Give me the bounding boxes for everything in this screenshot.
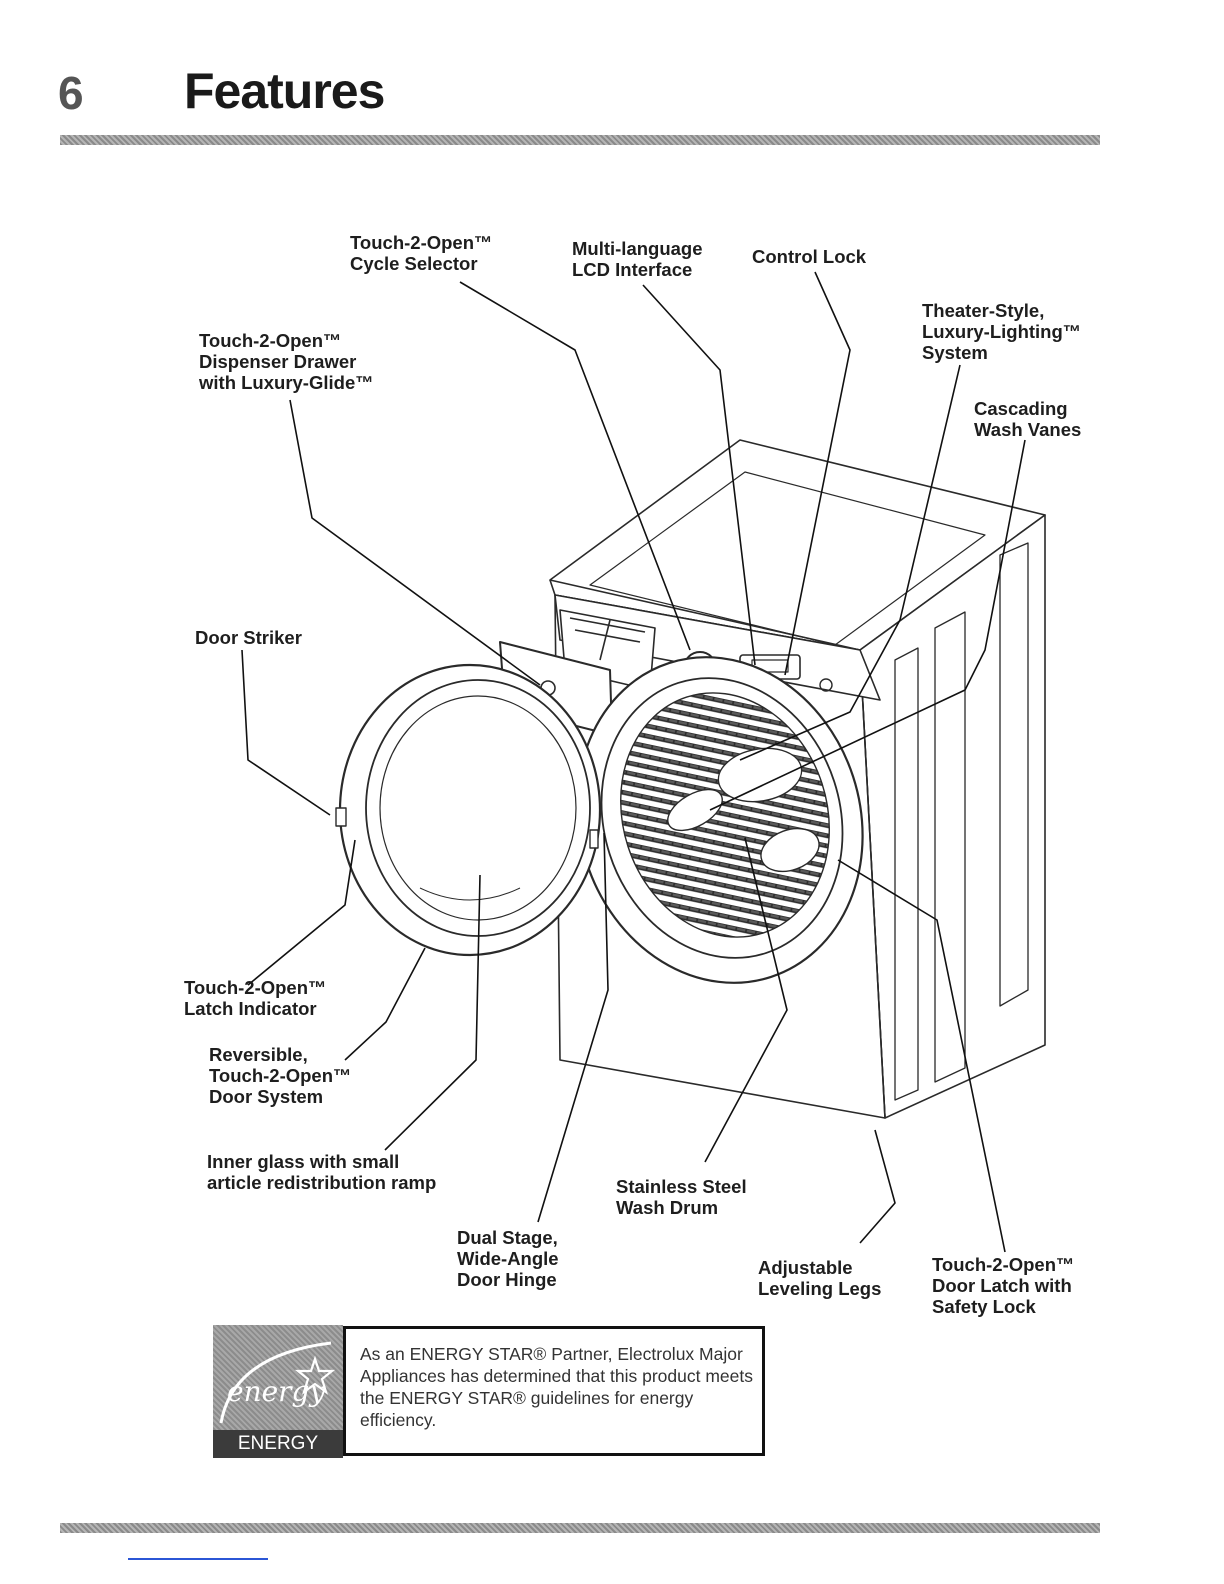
- callout-door-system: Reversible, Touch-2-Open™ Door System: [209, 1044, 352, 1107]
- callout-door-hinge: Dual Stage, Wide-Angle Door Hinge: [457, 1227, 559, 1290]
- energy-star-label: ENERGY STAR: [213, 1430, 343, 1482]
- open-door: [335, 663, 602, 957]
- callout-lcd-interface: Multi-language LCD Interface: [572, 238, 703, 280]
- header-divider: [60, 135, 1100, 145]
- page-title: Features: [184, 63, 385, 119]
- drum-assembly: [576, 656, 864, 984]
- footer-mark: [128, 1558, 268, 1560]
- callout-dispenser-drawer: Touch-2-Open™ Dispenser Drawer with Luxu…: [199, 330, 374, 393]
- callout-latch-indicator: Touch-2-Open™ Latch Indicator: [184, 977, 327, 1019]
- callout-wash-vanes: Cascading Wash Vanes: [974, 398, 1082, 440]
- callout-inner-glass: Inner glass with small article redistrib…: [207, 1151, 437, 1193]
- energy-script-text: energy: [227, 1375, 326, 1408]
- energy-star-emblem-icon: energy: [219, 1341, 336, 1424]
- footer-divider: [60, 1523, 1100, 1533]
- page-number: 6: [58, 67, 84, 119]
- energy-star-statement: As an ENERGY STAR® Partner, Electrolux M…: [360, 1344, 753, 1430]
- dispenser-drawer-shape: [499, 609, 656, 736]
- callout-wash-drum: Stainless Steel Wash Drum: [616, 1176, 747, 1218]
- callout-door-latch: Touch-2-Open™ Door Latch with Safety Loc…: [932, 1254, 1075, 1317]
- callout-lighting-system: Theater-Style, Luxury-Lighting™ System: [922, 300, 1082, 363]
- callout-cycle-selector: Touch-2-Open™ Cycle Selector: [350, 232, 493, 274]
- callout-door-striker: Door Striker: [195, 627, 302, 648]
- energy-star-statement-box: As an ENERGY STAR® Partner, Electrolux M…: [343, 1326, 765, 1456]
- callout-control-lock: Control Lock: [752, 246, 867, 267]
- callout-leveling-legs: Adjustable Leveling Legs: [758, 1257, 882, 1299]
- energy-star-logo: energy ENERGY STAR: [213, 1325, 343, 1482]
- leader-lines: [241, 271, 1026, 1253]
